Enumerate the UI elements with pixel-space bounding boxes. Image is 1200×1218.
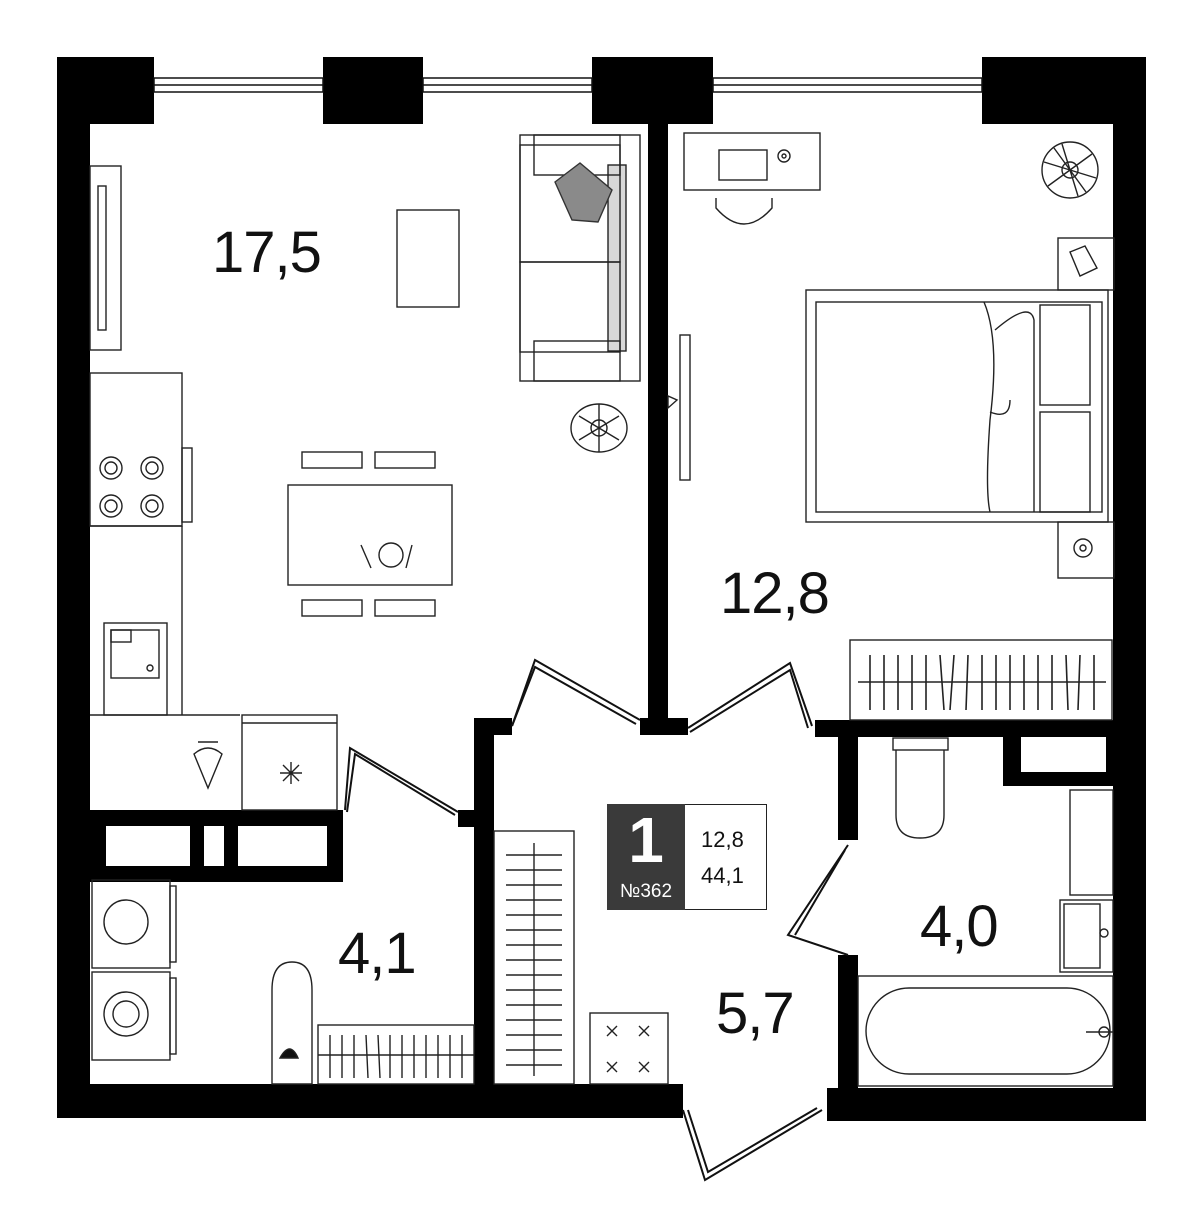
doors [344,658,849,1182]
windows [153,77,983,93]
bedroom-area-label: 12,8 [720,561,830,626]
living-area-value: 12,8 [701,827,744,852]
area-summary: 12,8 44,1 [685,804,767,910]
hallway-area-label: 5,7 [716,981,795,1046]
apartment-number: №362 [619,881,673,902]
rooms-count: 1 [628,804,664,876]
furniture [89,132,1115,1087]
storage-area-label: 4,1 [338,921,417,986]
kitchen-living-area-label: 17,5 [212,220,322,285]
apartment-badge: 1 №362 [607,804,685,910]
walls [57,57,1146,1121]
bathroom-area-label: 4,0 [920,894,999,959]
total-area-value: 44,1 [701,863,744,888]
